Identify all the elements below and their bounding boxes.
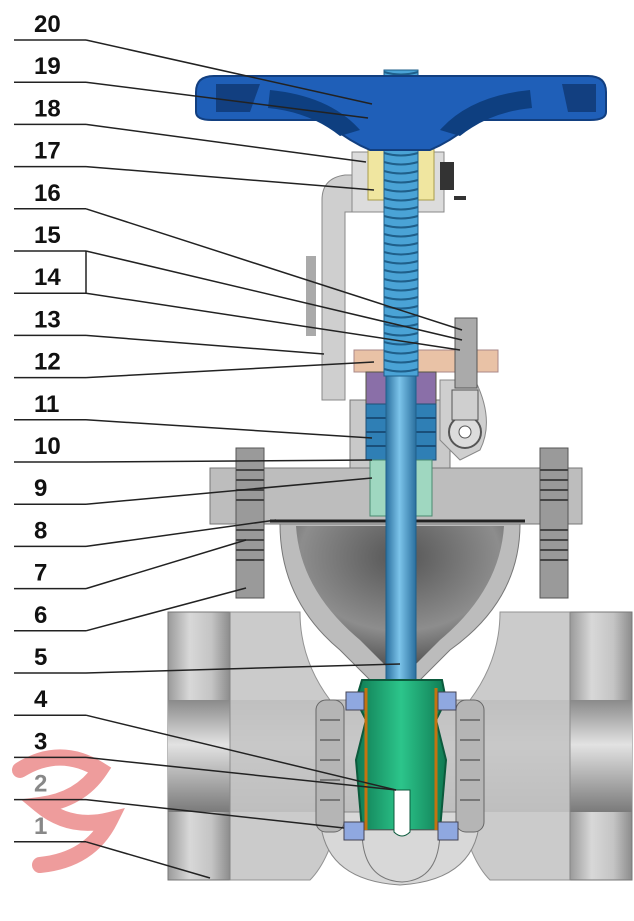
- leader-line-14: [85, 251, 461, 351]
- leader-line-19: [85, 81, 369, 119]
- leader-line-15: [85, 250, 463, 341]
- leader-line-4: [85, 714, 397, 791]
- part-label-12: 12: [34, 349, 61, 376]
- leader-line-16: [85, 208, 463, 331]
- leader-line-9: [85, 477, 373, 505]
- part-label-20: 20: [34, 11, 61, 38]
- leader-line-7: [85, 539, 247, 590]
- part-label-1: 1: [34, 813, 47, 840]
- part-label-17: 17: [34, 138, 61, 165]
- part-label-9: 9: [34, 475, 47, 502]
- gate-wedge: [343, 679, 459, 883]
- watermark-mark: [12, 749, 125, 873]
- part-label-13: 13: [34, 306, 61, 333]
- leader-line-18: [85, 123, 367, 163]
- leader-line-12: [85, 361, 375, 379]
- leader-line-8: [85, 519, 277, 548]
- part-label-11: 11: [34, 391, 59, 418]
- valve-stem: [379, 69, 423, 711]
- part-label-10: 10: [34, 433, 61, 460]
- part-label-14: 14: [34, 264, 61, 291]
- part-label-15: 15: [34, 222, 61, 249]
- leader-line-6: [85, 587, 247, 632]
- part-label-3: 3: [34, 728, 47, 755]
- leader-line-3: [85, 756, 397, 791]
- handwheel: [195, 75, 607, 151]
- part-label-18: 18: [34, 95, 61, 122]
- leader-line-2: [85, 798, 345, 829]
- part-label-19: 19: [34, 53, 61, 80]
- part-label-8: 8: [34, 517, 47, 544]
- part-label-16: 16: [34, 180, 61, 207]
- leader-line-20: [85, 39, 373, 105]
- leader-line-1: [85, 841, 211, 879]
- leader-line-10: [85, 459, 373, 463]
- part-label-5: 5: [34, 644, 47, 671]
- leader-lines: [14, 39, 463, 879]
- leader-line-17: [85, 165, 375, 191]
- leader-line-11: [85, 419, 373, 439]
- part-label-2: 2: [34, 771, 47, 798]
- leader-line-5: [85, 663, 401, 674]
- part-label-4: 4: [34, 686, 48, 713]
- leader-line-13: [85, 334, 325, 355]
- part-label-7: 7: [34, 560, 47, 587]
- part-label-6: 6: [34, 602, 47, 629]
- part-number-labels: 20 19 18 17 16 15 14 13 12 11 10 9 8 7 6 5 4 3 2 1: [34, 11, 61, 840]
